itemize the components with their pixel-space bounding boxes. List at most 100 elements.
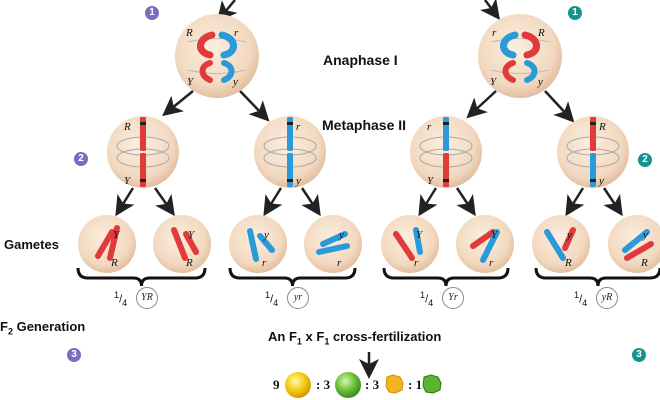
cross-part: An F — [268, 329, 297, 344]
metaphase-cell: ry — [254, 116, 326, 188]
cross-part: cross-fertilization — [329, 329, 442, 344]
allele-label: Y — [124, 175, 132, 187]
metaphase-cell: Ry — [557, 116, 629, 188]
arrow — [115, 187, 135, 217]
brace — [534, 267, 660, 287]
allele-label: r — [427, 121, 432, 133]
chromosome — [443, 117, 449, 151]
chromosome — [287, 153, 293, 187]
gen-suffix: Generation — [12, 319, 86, 334]
chromosome — [320, 231, 348, 247]
allele-label: Y — [187, 76, 195, 88]
chromosome — [140, 117, 146, 151]
chromosome — [590, 117, 596, 151]
chromosome — [95, 229, 115, 259]
brace — [382, 267, 510, 287]
allele-label: Y — [188, 229, 196, 241]
gamete-cell: yr — [229, 215, 287, 273]
chromosome — [183, 231, 199, 255]
step-badge-2-right: 2 — [638, 153, 652, 167]
gamete-cell: YR — [78, 215, 136, 273]
chromosome — [590, 153, 596, 187]
stage-label-gametes: Gametes — [4, 237, 59, 252]
chromosome — [287, 117, 293, 151]
frac-num: 1 — [420, 290, 426, 300]
gen-prefix: F — [0, 319, 8, 334]
ratio-count: 9 — [273, 377, 280, 392]
genotype-circle: Yr — [442, 287, 464, 309]
cross-sub: 1 — [324, 336, 330, 347]
arrow — [565, 187, 585, 217]
pea-phenotypes — [285, 372, 442, 398]
arrow-in-right — [480, 0, 500, 20]
chromosome — [107, 225, 120, 261]
chromosome — [443, 153, 449, 187]
allele-label: r — [262, 257, 267, 269]
chromosome — [470, 229, 496, 249]
ratio-count: : 1 — [408, 377, 423, 392]
chromosome — [544, 229, 566, 261]
chromosome — [316, 243, 350, 255]
chromosome — [624, 241, 654, 261]
chromosome — [257, 233, 275, 253]
allele-label: R — [123, 121, 131, 133]
allele-label: y — [642, 229, 648, 241]
frac-num: 1 — [114, 290, 120, 300]
arrow — [263, 187, 283, 217]
step-badge-3-right: 3 — [632, 348, 646, 362]
metaphase-cell: rY — [410, 116, 482, 188]
allele-label: Y — [427, 175, 435, 187]
allele-label: R — [598, 121, 606, 133]
arrows — [115, 0, 623, 379]
allele-label: r — [296, 121, 301, 133]
genotype-circle: YR — [136, 287, 158, 309]
allele-label: r — [492, 27, 497, 39]
allele-label: R — [185, 27, 193, 39]
f2-generation-label: F2 Generation — [0, 319, 85, 337]
arrow — [544, 90, 575, 123]
allele-label: r — [414, 257, 419, 269]
allele-label: Y — [491, 229, 499, 241]
chromosome — [413, 227, 423, 255]
arrow — [162, 90, 194, 117]
chromosome — [140, 153, 146, 187]
gamete-fraction: 1/4 — [574, 290, 588, 308]
frac-num: 1 — [265, 290, 271, 300]
allele-label: Y — [490, 76, 498, 88]
allele-label: y — [338, 229, 344, 241]
frac-den: 4 — [582, 297, 588, 308]
chromosome — [171, 227, 188, 261]
pea-green-round — [335, 372, 361, 398]
frac-den: 4 — [428, 297, 434, 308]
allele-label: r — [337, 257, 342, 269]
gamete-cell: yr — [304, 215, 362, 273]
cross-sub: 1 — [296, 336, 302, 347]
chromosome — [247, 228, 259, 262]
gamete-cell: yR — [608, 215, 660, 273]
allele-label: R — [640, 257, 648, 269]
arrow — [602, 187, 623, 217]
allele-label: Y — [113, 229, 121, 241]
gamete-cell: Yr — [456, 215, 514, 273]
ratio-count: : 3 — [365, 377, 380, 392]
allele-label: y — [598, 175, 604, 187]
allele-label: R — [564, 257, 572, 269]
allele-label: y — [295, 175, 301, 187]
gamete-fraction: 1/4 — [114, 290, 128, 308]
arrow — [300, 187, 321, 217]
cross-fertilization-label: An F1 x F1 cross-fertilization — [268, 329, 441, 347]
frac-den: 4 — [273, 297, 279, 308]
arrow — [153, 187, 175, 217]
allele-label: y — [566, 229, 572, 241]
arrow — [239, 90, 270, 122]
allele-label: r — [234, 27, 239, 39]
chromosome — [480, 229, 500, 263]
stage-label-anaphase-i: Anaphase I — [323, 52, 398, 68]
step-badge-3-left: 3 — [67, 348, 81, 362]
brace — [228, 267, 357, 287]
chromosome — [393, 231, 415, 261]
genotype-circle: yR — [596, 287, 618, 309]
gen-sub: 2 — [7, 326, 13, 337]
